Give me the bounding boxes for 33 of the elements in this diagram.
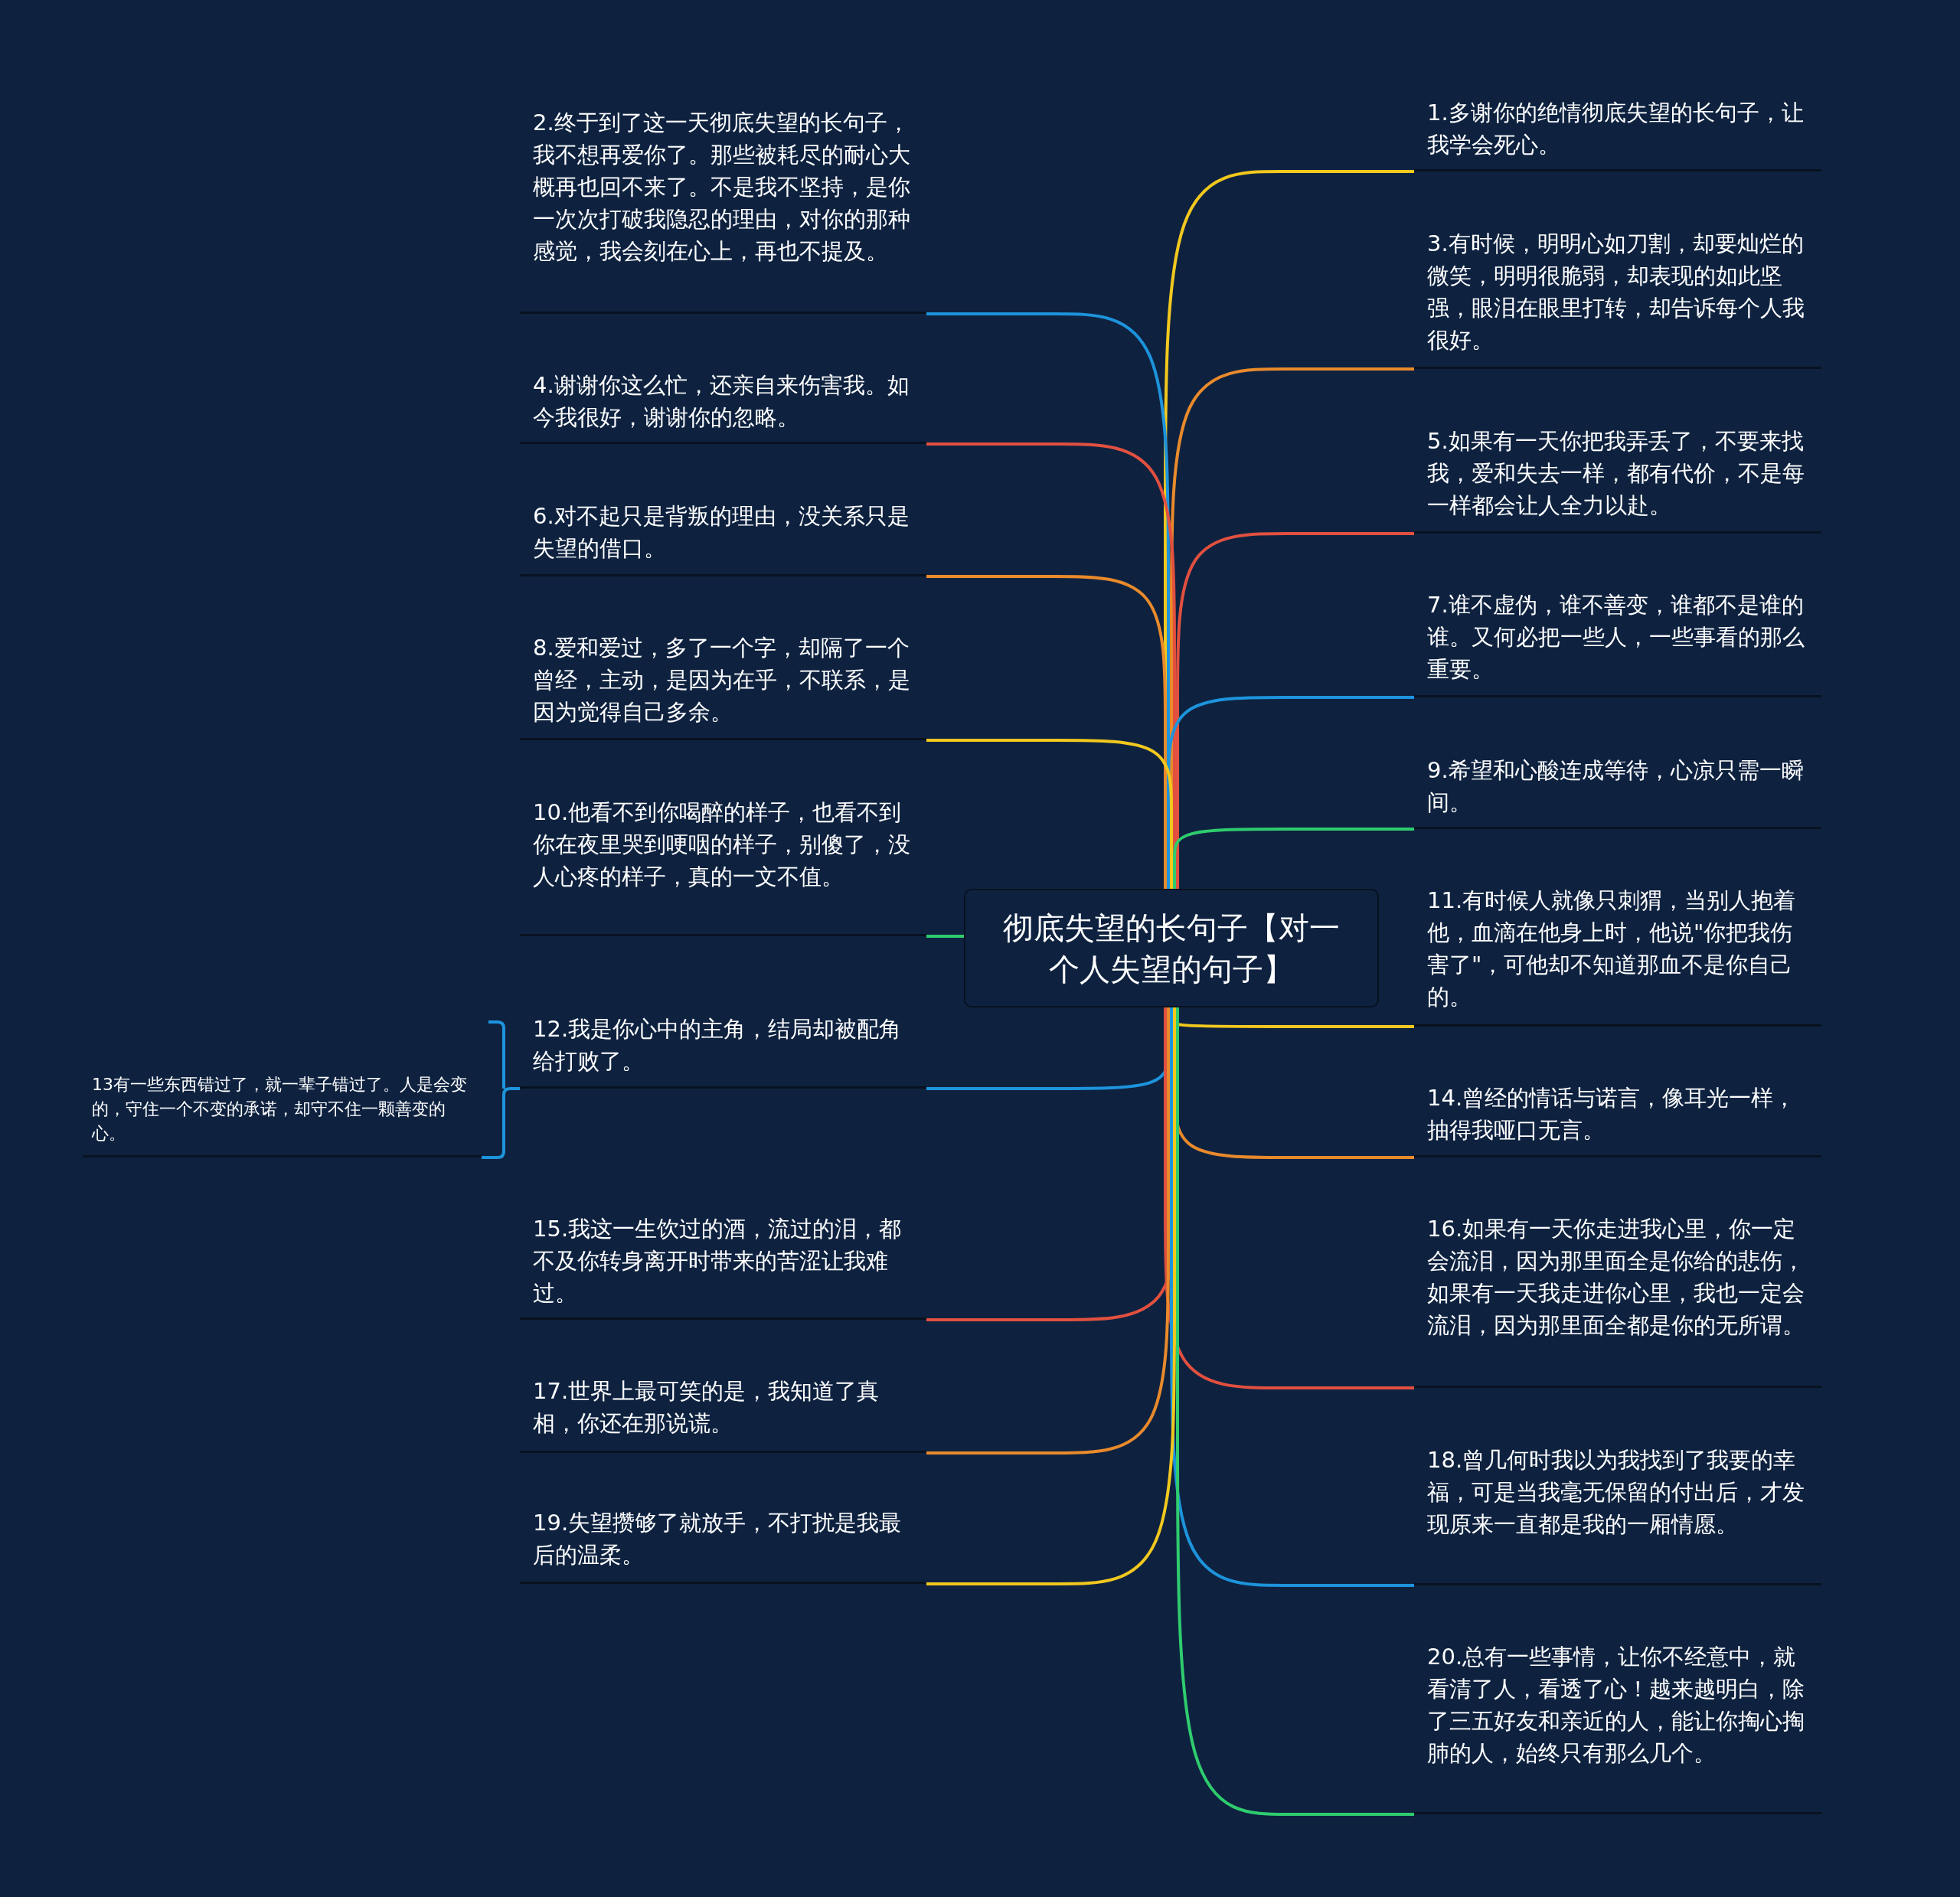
branch-connector <box>1173 828 1414 889</box>
branch-connector <box>1176 1007 1414 1816</box>
sentence-text: 13有一些东西错过了，就一辈子错过了。人是会变的，守住一个不变的承诺，却守不住一颗善变的心。 <box>90 1074 468 1144</box>
sentence-text: 9.希望和心酸连成等待，心凉只需一瞬间。 <box>1426 756 1805 817</box>
sentence-text: 8.爱和爱过，多了一个字，却隔了一个曾经，主动，是因为在乎，不联系，是因为觉得自己多余。 <box>532 634 911 726</box>
sentence-text: 12.我是你心中的主角，结局却被配角给打败了。 <box>532 1015 903 1076</box>
sentence-text: 4.谢谢你这么忙，还亲自来伤害我。如今我很好，谢谢你的忽略。 <box>532 371 910 432</box>
sentence-text: 1.多谢你的绝情彻底失望的长句子，让我学会死心。 <box>1426 99 1805 159</box>
sentence-text: 20.总有一些事情，让你不经意中，就看清了人，看透了心！越来越明白，除了三五好友和亲近的人，能让你掏心掏肺的人，始终只有那么几个。 <box>1426 1643 1805 1768</box>
branch-connector <box>926 739 1173 889</box>
sentence-text: 10.他看不到你喝醉的样子，也看不到你在夜里哭到哽咽的样子，别傻了，没人心疼的样子，真的一文不值。 <box>532 798 911 891</box>
branch-connector <box>926 935 964 938</box>
bracket-connector <box>482 1087 520 1159</box>
sentence-text: 6.对不起只是背叛的理由，没关系只是失望的借口。 <box>532 502 910 563</box>
sentence-text: 2.终于到了这一天彻底失望的长句子，我不想再爱你了。那些被耗尽的耐心大概再也回不来了。不是我不坚持，是你一次次打破我隐忍的理由，对你的那种感觉，我会刻在心上，再也不提及。 <box>532 109 911 266</box>
branch-connector <box>1170 1007 1414 1587</box>
sentence-text: 3.有时候，明明心如刀割，却要灿烂的微笑，明明很脆弱，却表现的如此坚强，眼泪在眼里打转，却告诉每个人我很好。 <box>1426 230 1805 354</box>
central-topic-text: 彻底失望的长句子【对一个人失望的句子】 <box>1002 909 1341 988</box>
branch-connector <box>1164 1007 1414 1389</box>
central-topic-box <box>964 889 1379 1007</box>
sentence-text: 15.我这一生饮过的酒，流过的泪，都不及你转身离开时带来的苦涩让我难过。 <box>532 1215 903 1308</box>
branch-connector <box>1176 532 1414 889</box>
sentence-text: 16.如果有一天你走进我心里，你一定会流泪，因为那里面全是你给的悲伤，如果有一天我走进你心里，我也一定会流泪，因为那里面全都是你的无所谓。 <box>1426 1215 1805 1340</box>
branch-connector <box>926 1007 1176 1585</box>
branch-connector <box>926 575 1167 889</box>
branch-connector <box>926 1007 1170 1455</box>
sentence-text: 17.世界上最可笑的是，我知道了真相，你还在那说谎。 <box>532 1377 880 1438</box>
sentence-text: 7.谁不虚伪，谁不善变，谁都不是谁的谁。又何必把一些人，一些事看的那么重要。 <box>1426 591 1805 684</box>
sentence-text: 18.曾几何时我以为我找到了我要的幸福，可是当我毫无保留的付出后，才发现原来一直都是我的一厢情愿。 <box>1426 1446 1805 1539</box>
sentence-text: 5.如果有一天你把我弄丢了，不要来找我，爱和失去一样，都有代价，不是每一样都会让人全力以赴。 <box>1426 427 1805 520</box>
sentence-text: 11.有时候人就像只刺猬，当别人抱着他，血滴在他身上时，他说"你把我伤害了"，可他却不知道那血不是你自己的。 <box>1426 886 1797 1011</box>
sentence-text: 19.失望攒够了就放手，不打扰是我最后的温柔。 <box>532 1509 903 1569</box>
sentence-text: 14.曾经的情话与诺言，像耳光一样，抽得我哑口无言。 <box>1426 1084 1797 1144</box>
